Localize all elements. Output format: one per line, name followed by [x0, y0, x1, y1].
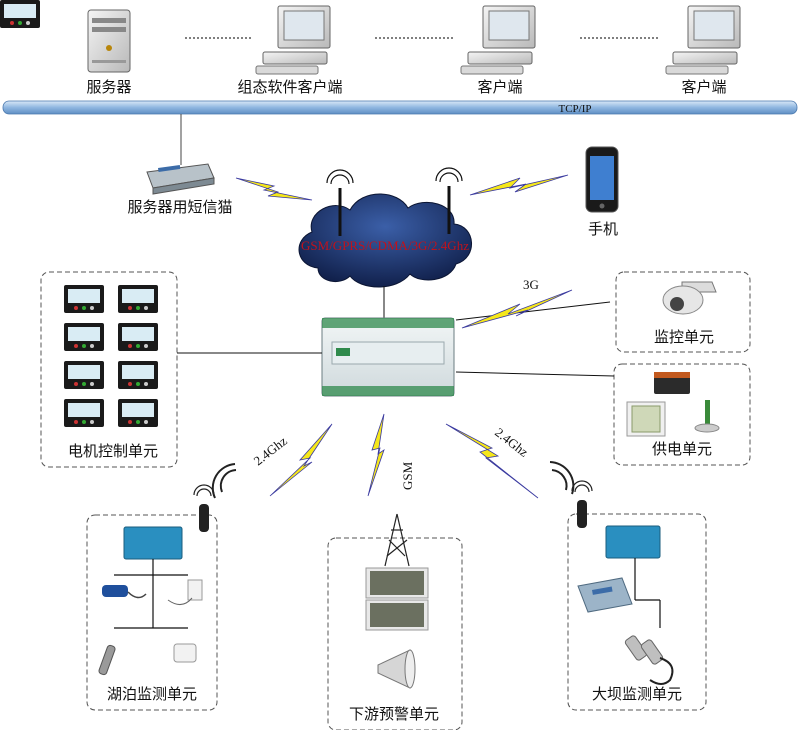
camera-link-label: 3G [523, 277, 539, 292]
downstream-warning-unit: 下游预警单元 [327, 513, 463, 730]
wireless-network-cloud: GSM/GPRS/CDMA/3G/2.4Ghz [298, 167, 472, 288]
config-client-label: 组态软件客户端 [237, 78, 342, 96]
sms-modem-label: 服务器用短信猫 [127, 198, 232, 216]
cloud-icon [298, 193, 472, 288]
left-link-label: 2.4Ghz [251, 433, 290, 468]
modem-icon [146, 163, 215, 195]
solar-panel-icon [626, 401, 666, 437]
power-unit: 供电单元 [613, 363, 751, 466]
lightning-bolt-icon [445, 423, 539, 499]
controller-to-monitor-line [455, 301, 611, 321]
client-1-label: 客户端 [477, 78, 522, 96]
central-controller [321, 317, 455, 397]
lake-monitoring-unit: 湖泊监测单元 [86, 484, 218, 711]
bus-label: TCP/IP [558, 103, 591, 115]
solar-panel-icon [365, 567, 429, 631]
controller-to-power-line [455, 371, 615, 377]
gsm-link-label: GSM [400, 461, 415, 490]
lake-unit-label: 湖泊监测单元 [107, 685, 197, 703]
humidity-sensor-icon [173, 643, 197, 663]
wind-sensor-icon [694, 400, 720, 433]
strain-sensors-icon [624, 635, 674, 685]
server-label: 服务器 [86, 78, 131, 96]
server: 服务器 [86, 9, 132, 96]
monitor-unit: 监控单元 [615, 271, 751, 353]
server-tower-icon [87, 9, 131, 73]
computer-icon [255, 5, 331, 75]
lightning-bolt-icon [469, 174, 569, 196]
power-unit-label: 供电单元 [652, 440, 712, 458]
motor-controller-icons [0, 0, 158, 427]
computer-icon [460, 5, 536, 75]
config-client: 组态软件客户端 [237, 5, 343, 96]
client-1: 客户端 [460, 5, 536, 96]
motor-control-unit: 电机控制单元 [0, 0, 178, 468]
right-link-label: 2.4Ghz [492, 425, 531, 460]
client-2-label: 客户端 [681, 78, 726, 96]
monitor-unit-label: 监控单元 [654, 328, 714, 346]
phone-label: 手机 [588, 220, 618, 238]
tower-antenna-icon [571, 480, 593, 528]
rtu-box-icon [123, 526, 183, 560]
lightning-bolt-icon [269, 423, 333, 497]
motor-unit-label: 电机控制单元 [68, 442, 158, 460]
dam-unit-label: 大坝监测单元 [592, 685, 682, 703]
lattice-tower-icon [384, 513, 410, 567]
client-2: 客户端 [665, 5, 741, 96]
lightning-bolt-icon [235, 177, 313, 201]
network-label: GSM/GPRS/CDMA/3G/2.4Ghz [301, 238, 469, 253]
computer-icon [665, 5, 741, 75]
mobile-phone: 手机 [585, 146, 619, 238]
tcp-ip-bus: TCP/IP [2, 100, 798, 115]
tower-antenna-icon [435, 167, 463, 234]
tower-antenna-icon [326, 169, 354, 236]
tower-antenna-icon [193, 484, 215, 532]
sms-modem: 服务器用短信猫 [127, 163, 233, 216]
data-logger-box-icon [577, 577, 633, 613]
probe-sensor-icon [98, 644, 116, 676]
rain-gauge-icon [167, 579, 203, 605]
lightning-bolt-icon [367, 413, 385, 497]
lightning-bolt-icon [461, 289, 573, 329]
dam-monitoring-unit: 大坝监测单元 [567, 480, 707, 711]
rtu-box-icon [605, 525, 661, 559]
battery-icon [654, 372, 690, 394]
water-level-sensor-icon [102, 585, 147, 599]
warning-unit-label: 下游预警单元 [349, 705, 439, 723]
phone-icon [585, 146, 619, 213]
dome-camera-icon [662, 281, 717, 315]
wifi-waves-icon [211, 463, 237, 499]
loudspeaker-icon [377, 649, 416, 689]
wifi-waves-icon [549, 461, 575, 495]
